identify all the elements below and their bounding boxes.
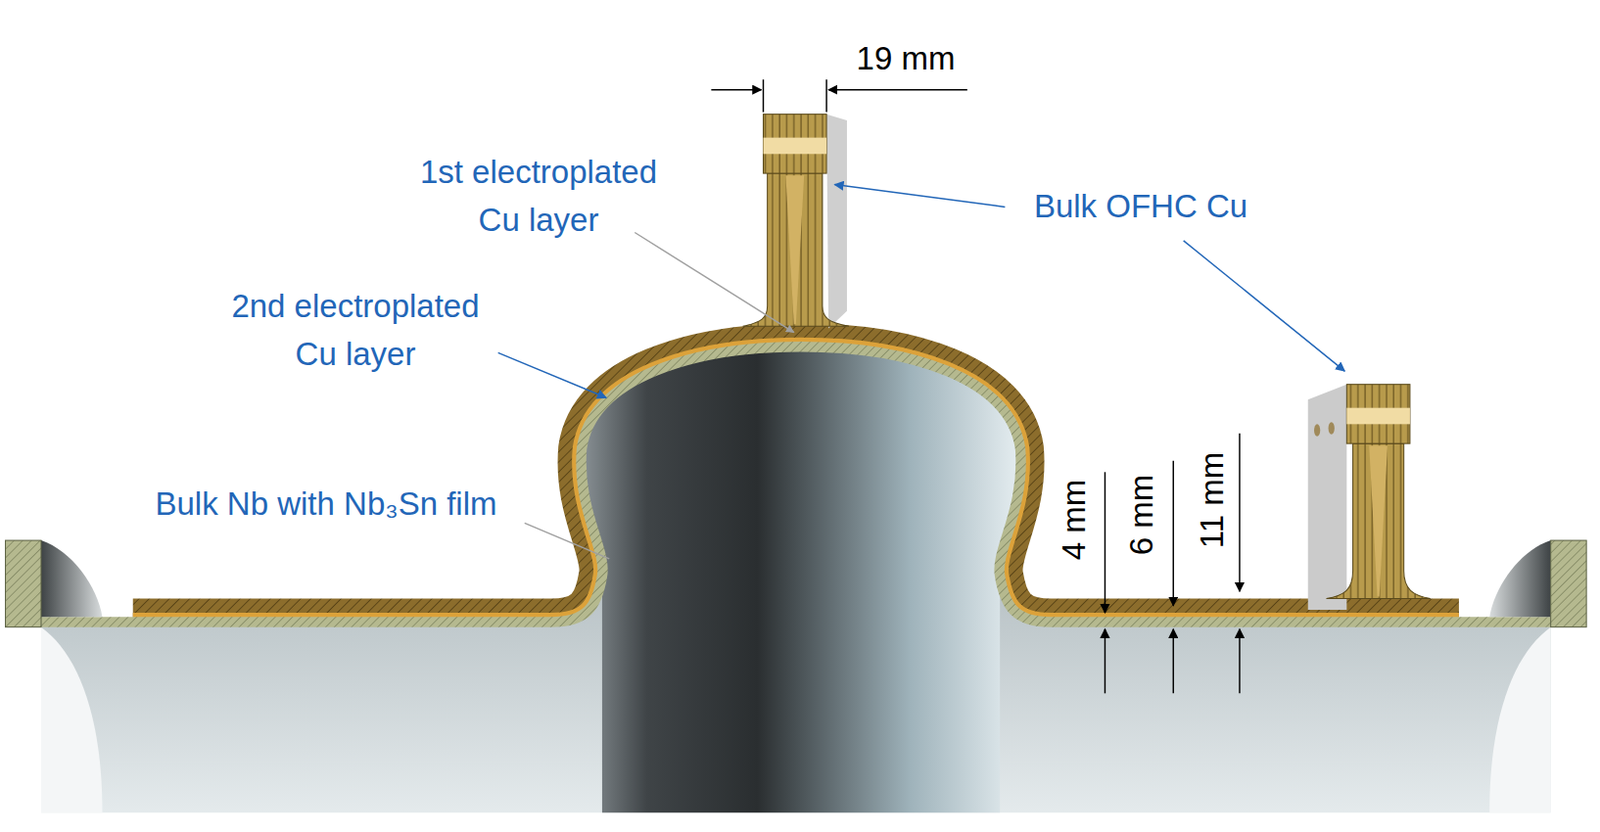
dimension-label: 19 mm — [856, 34, 956, 83]
part-label: Bulk Nb with Nb₃Sn film — [154, 479, 497, 528]
flange-right — [1551, 540, 1587, 628]
rib-stem — [1326, 443, 1431, 599]
dimension-label: 11 mm — [1187, 452, 1236, 549]
dimension-label: 4 mm — [1049, 479, 1098, 562]
part-label: 2nd electroplated Cu layer — [218, 282, 493, 378]
rib-hole-band — [1346, 408, 1411, 425]
rib-hole-band — [763, 138, 828, 155]
dimension-lines — [710, 79, 1240, 694]
part-label: 1st electroplated Cu layer — [401, 147, 676, 244]
rib-block — [763, 114, 828, 174]
cell-interior — [580, 346, 1021, 813]
flange-left — [5, 540, 42, 628]
rib-slot — [1368, 445, 1388, 597]
rib-plate — [1308, 384, 1348, 611]
pipe-end-right — [1489, 627, 1552, 814]
plate-hole — [1328, 422, 1335, 435]
niobium-wall — [41, 346, 1552, 622]
pipe-interior — [41, 346, 1552, 813]
leader-lines — [498, 185, 1346, 560]
rib-stem — [743, 173, 849, 327]
part-label: Bulk OFHC Cu — [1034, 182, 1248, 231]
rib-block — [1346, 384, 1411, 444]
plate-hole — [1314, 423, 1320, 437]
flange-inner-right — [1489, 540, 1552, 617]
rib-side-face — [826, 114, 848, 330]
pipe-end-left — [41, 627, 103, 814]
flange-inner-left — [41, 540, 103, 617]
rib-slot — [785, 175, 804, 325]
dimension-label: 6 mm — [1117, 474, 1166, 557]
